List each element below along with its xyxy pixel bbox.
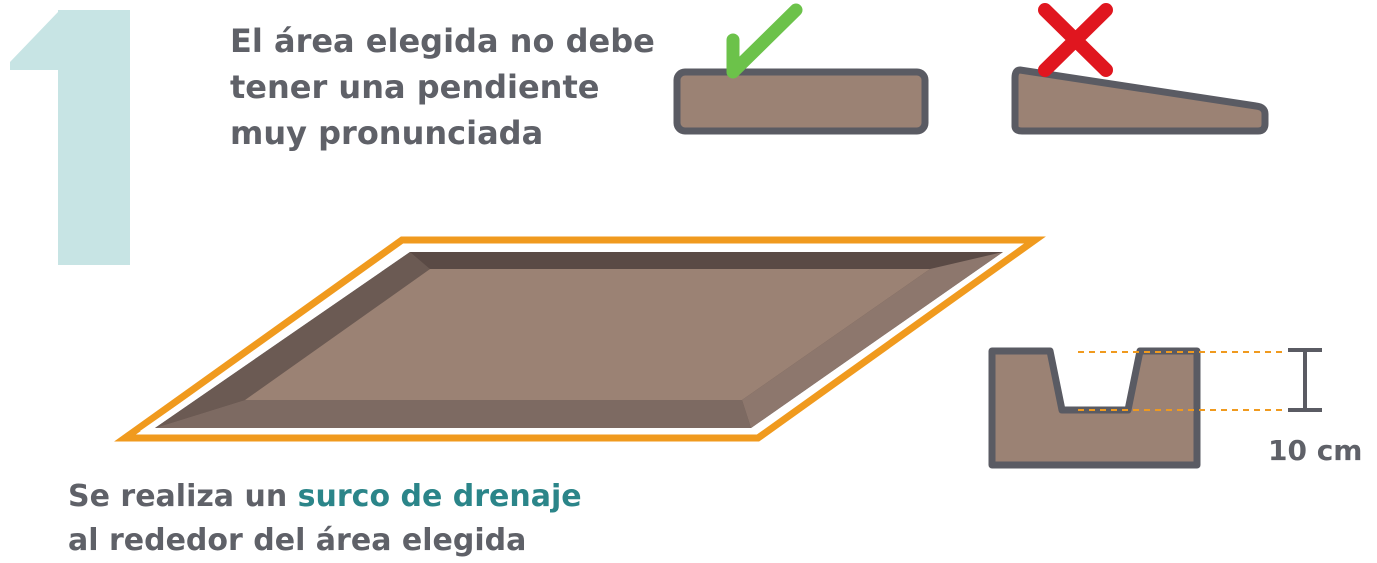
furrow-caption: Se realiza un surco de drenaje al rededo…	[68, 475, 582, 563]
inner-wall-right	[742, 252, 1003, 428]
step-number-1	[10, 10, 130, 265]
caption-line-2: al rededor del área elegida	[68, 523, 527, 558]
furrow-cross-section	[988, 347, 1322, 469]
check-icon	[726, 3, 803, 79]
caption-highlight: surco de drenaje	[297, 479, 582, 514]
cross-icon	[1038, 3, 1113, 77]
step-number-shape	[10, 10, 130, 265]
slope-note-line-3: muy pronunciada	[230, 114, 544, 152]
depth-indicator-icon	[1288, 348, 1322, 412]
cross-section-soil	[988, 347, 1201, 469]
flat-terrain	[673, 68, 929, 135]
caption-line-1: Se realiza un surco de drenaje	[68, 475, 582, 519]
inner-wall-left	[155, 252, 430, 428]
orange-border	[114, 236, 1046, 442]
slope-note-line-1: El área elegida no debe	[230, 22, 655, 60]
sloped-terrain-example	[1011, 3, 1269, 135]
plot-with-furrow	[114, 236, 1046, 442]
slope-note-line-2: tener una pendiente	[230, 68, 600, 106]
caption-text: Se realiza un	[68, 479, 298, 514]
inner-wall-bottom	[155, 400, 751, 428]
flat-terrain-example	[673, 3, 929, 135]
raised-bed	[245, 269, 930, 400]
depth-label: 10 cm	[1268, 434, 1363, 467]
slope-note: El área elegida no debe tener una pendie…	[230, 18, 655, 156]
sloped-terrain	[1011, 66, 1269, 135]
